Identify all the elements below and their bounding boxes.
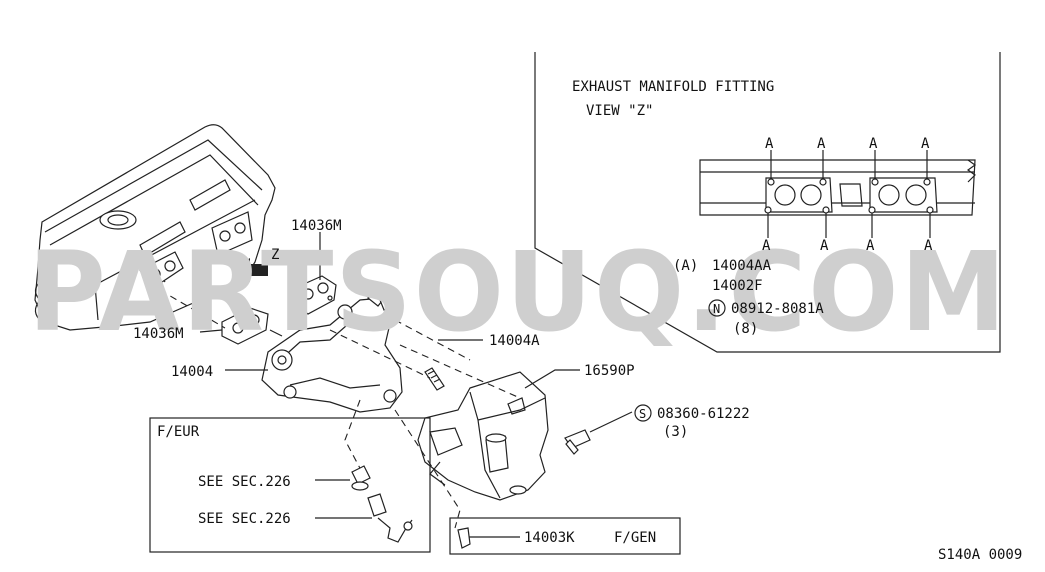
bolt-08360 <box>564 429 591 455</box>
gasket-14036m-top <box>293 275 337 315</box>
detail-title: EXHAUST MANIFOLD FITTING <box>572 79 774 95</box>
legend-n-circle <box>708 299 726 317</box>
marker-a-5: A <box>762 238 771 254</box>
label-14004: 14004 <box>171 364 213 380</box>
label-bolt-qty: (3) <box>663 424 688 440</box>
marker-a-1: A <box>765 136 774 152</box>
label-14004a: 14004A <box>489 333 540 349</box>
legend-n-qty: (8) <box>733 321 758 337</box>
bolt-s-circle <box>634 404 652 422</box>
footer-code: S140A 0009 <box>938 547 1022 563</box>
legend-a-prefix: (A) <box>673 258 698 274</box>
assembly-dash-lines <box>329 319 521 529</box>
legend-a-part: 14004AA <box>712 258 772 274</box>
marker-a-7: A <box>866 238 875 254</box>
manifold-fitting-view <box>699 150 977 238</box>
detail-view-label: VIEW "Z" <box>586 103 653 119</box>
feur-see-1: SEE SEC.226 <box>198 474 291 490</box>
feur-see-2: SEE SEC.226 <box>198 511 291 527</box>
bolt-s-prefix: S <box>639 407 646 421</box>
feur-box <box>149 417 431 553</box>
legend-n-part: 08912-8081A <box>731 301 824 317</box>
plug-14003k <box>457 527 471 549</box>
watermark: PARTSOUQ.COM <box>28 228 1008 356</box>
label-z: Z <box>271 247 279 263</box>
label-14003k: 14003K <box>524 530 575 546</box>
leader-lines <box>199 232 633 538</box>
marker-a-3: A <box>869 136 878 152</box>
label-14036m-top: 14036M <box>291 218 342 234</box>
stud-14004a <box>424 367 445 391</box>
gasket-dash-line <box>159 289 226 329</box>
feur-title: F/EUR <box>157 424 200 440</box>
label-bolt-code: 08360-61222 <box>657 406 750 422</box>
fgen-box <box>449 517 681 555</box>
legend-n-prefix: N <box>713 302 720 316</box>
exhaust-manifold <box>261 289 403 413</box>
marker-a-4: A <box>921 136 930 152</box>
marker-a-2: A <box>817 136 826 152</box>
detail-panel-frame <box>534 52 1001 353</box>
heat-insulator <box>417 371 549 501</box>
label-fgen: F/GEN <box>614 530 656 546</box>
marker-a-8: A <box>924 238 933 254</box>
view-z-arrow <box>232 258 268 282</box>
label-14036m-left: 14036M <box>133 326 184 342</box>
label-16590p: 16590P <box>584 363 635 379</box>
marker-a-6: A <box>820 238 829 254</box>
gasket-14036m-left <box>221 307 269 345</box>
feur-sensors <box>351 465 413 543</box>
engine-block <box>34 124 276 331</box>
legend-14002f: 14002F <box>712 278 763 294</box>
